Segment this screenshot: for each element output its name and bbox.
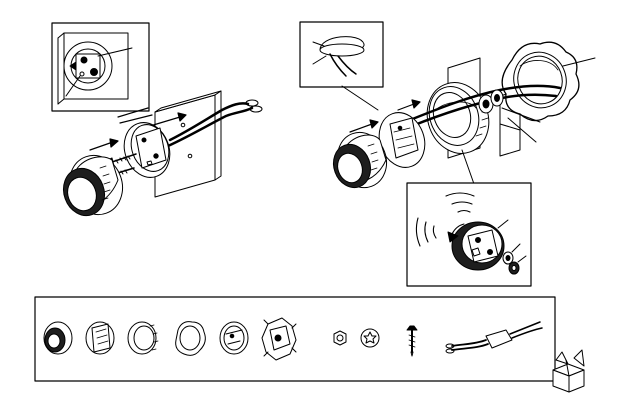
mounting-base-back-part	[220, 322, 248, 354]
base-detail-inset	[52, 23, 149, 111]
knob-cap-part	[44, 322, 72, 354]
nut	[509, 262, 519, 274]
flush-mount-panel	[300, 22, 595, 195]
star-washer-part	[361, 329, 379, 347]
cover-dome-inset	[300, 22, 383, 110]
hex-nut-part	[334, 331, 346, 345]
parts-list-panel	[35, 297, 555, 381]
twist-lock-detail	[407, 183, 531, 286]
surface-mount-panel	[52, 23, 262, 222]
mounting-base-front-part	[86, 322, 114, 354]
nut	[491, 90, 503, 106]
lock-ring	[502, 42, 595, 120]
package-box	[553, 350, 584, 392]
receiver-base	[452, 222, 504, 270]
detail-leader-line	[462, 150, 474, 184]
